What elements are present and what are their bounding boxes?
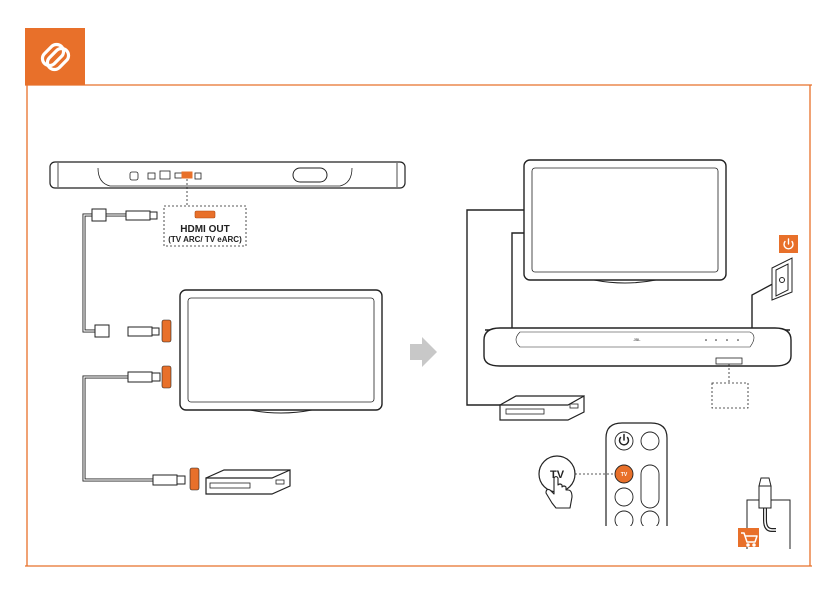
- hdmi-cable-accessory: [738, 478, 790, 549]
- tv-left: [162, 290, 382, 413]
- media-player-right: [500, 396, 584, 420]
- power-badge: [779, 235, 798, 253]
- remote-power-button: [615, 432, 633, 450]
- soundbar-rear-view: [50, 162, 405, 205]
- player-hdmi-port: [190, 468, 199, 490]
- remote-tv-button: TV: [615, 465, 633, 483]
- remote-volume-rocker: [641, 465, 659, 508]
- tv-hdmi-port-2: [162, 366, 171, 388]
- hdmi-out-sublabel: (TV ARC/ TV eARC): [168, 235, 242, 244]
- link-icon-badge: [25, 28, 85, 85]
- hdmi-cable-soundbar-to-tv: [84, 209, 159, 337]
- rear-hdmi-port: [182, 172, 192, 178]
- arrow-right-icon: [410, 337, 437, 367]
- tv-right: [524, 160, 726, 283]
- soundbar-display: [716, 358, 742, 364]
- tv-hdmi-port-arc: [162, 320, 171, 342]
- remote-control: TV: [598, 423, 676, 538]
- soundbar-logo: JBL: [634, 337, 642, 342]
- wall-outlet-icon: [772, 258, 792, 300]
- hdmi-cable-tv-to-player: [84, 372, 185, 485]
- remote-button: [615, 488, 633, 506]
- media-player-left: [190, 468, 290, 494]
- hdmi-out-callout: HDMI OUT (TV ARC/ TV eARC): [164, 206, 246, 246]
- hdmi-out-label: HDMI OUT: [180, 224, 229, 235]
- display-callout-box: [712, 383, 748, 408]
- remote-tv-button-label: TV: [621, 472, 628, 478]
- remote-button: [641, 432, 659, 450]
- content-frame: [25, 85, 812, 566]
- tv-press-bubble: TV: [539, 456, 614, 508]
